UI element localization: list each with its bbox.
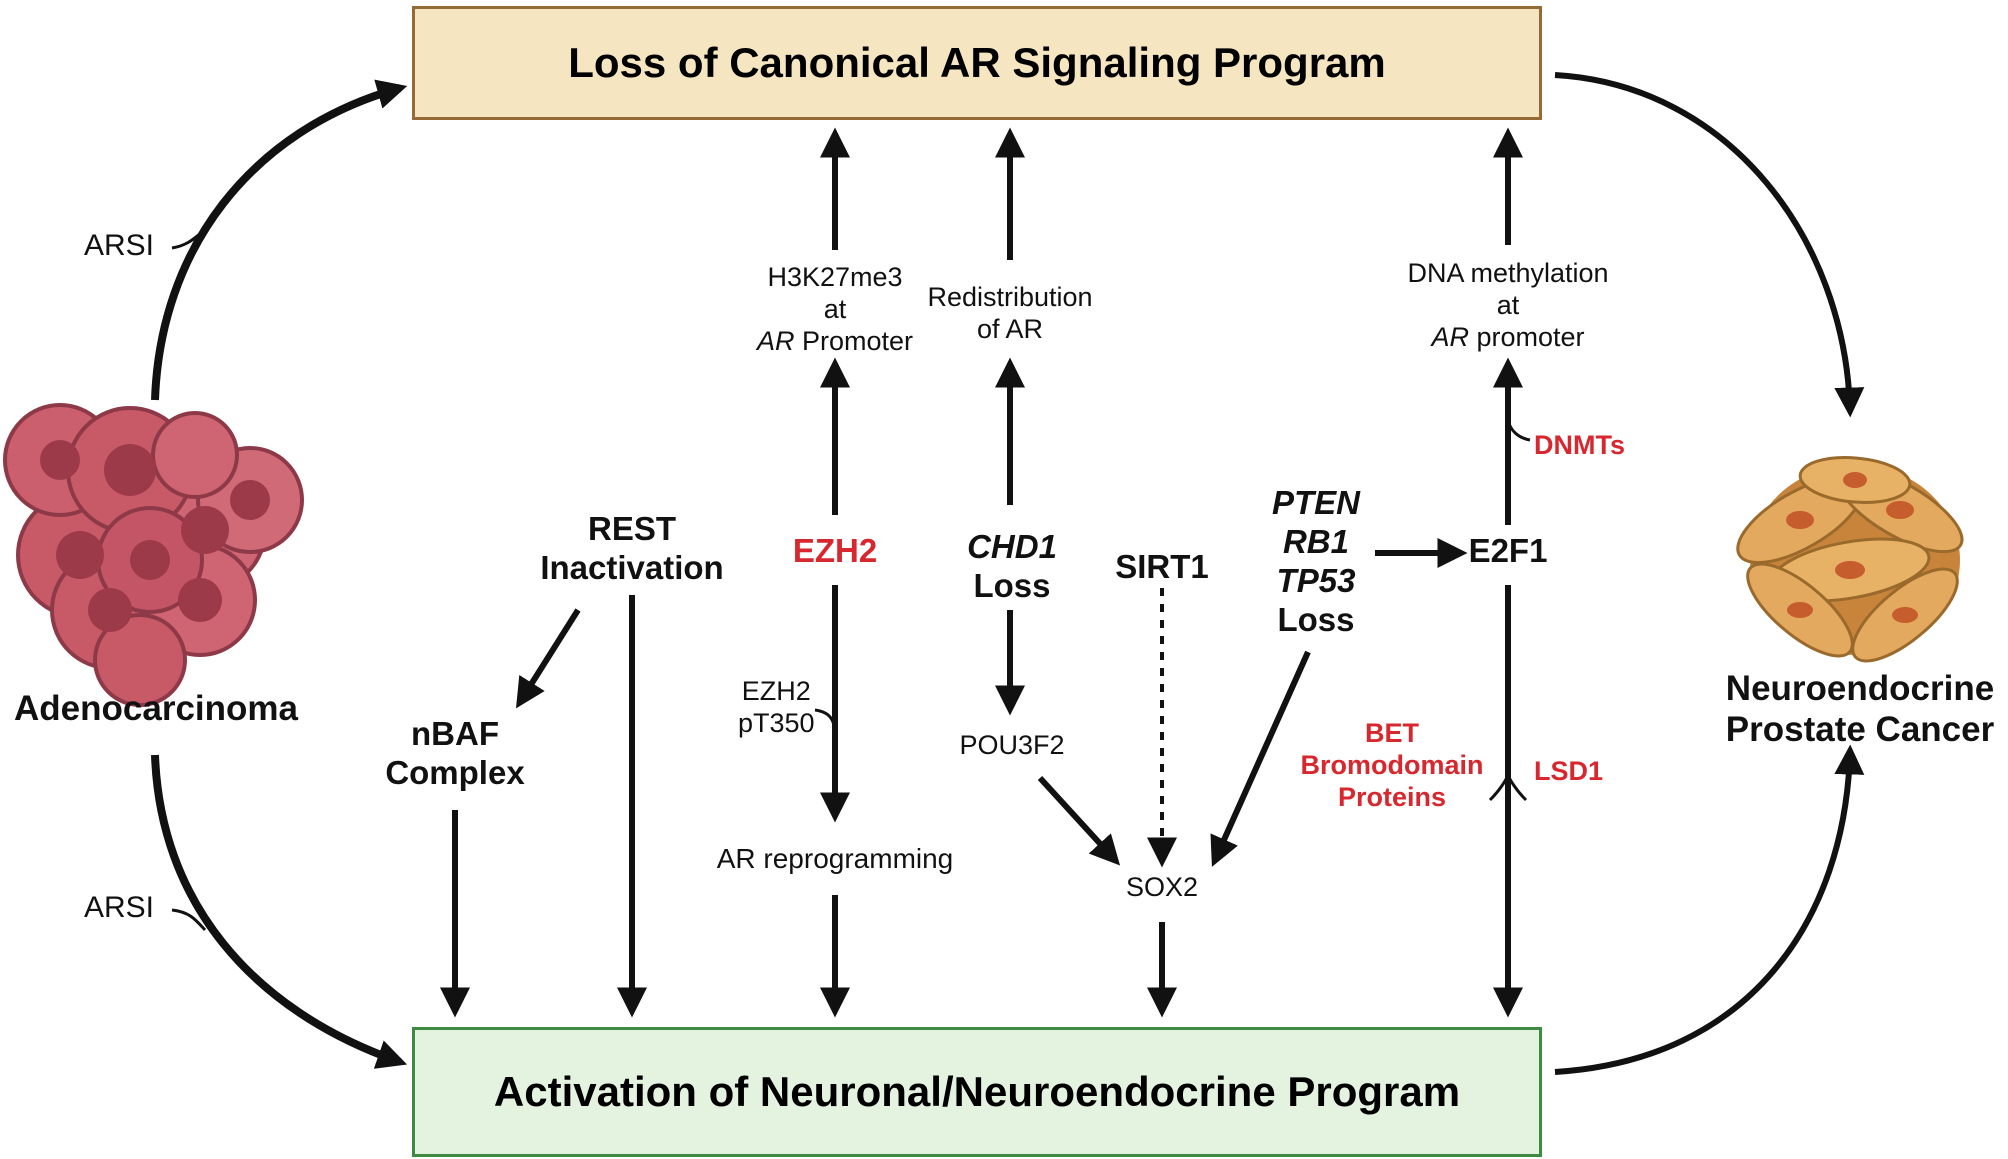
arrow-tsg-to-sox2 [1210,650,1311,867]
dnmts-label: DNMTs [1534,430,1625,460]
neuroendocrine-cell-icon [1736,456,1964,663]
arrow-adeno-to-bottom [151,754,408,1069]
sox2-label: SOX2 [1125,872,1199,902]
neuronal-activation-box: Activation of Neuronal/Neuroendocrine Pr… [412,1027,1542,1157]
sirt1-label: SIRT1 [1115,548,1209,585]
ezh2-pt350-label: EZH2 pT350 [738,676,815,738]
rest-inactivation-label: REST Inactivation [540,510,724,586]
neuronal-activation-title: Activation of Neuronal/Neuroendocrine Pr… [493,1068,1461,1115]
bet-bromodomain-label: BET Bromodomain Proteins [1300,718,1484,812]
arsi-top-label: ARSI [84,229,155,262]
adenocarcinoma-cell-icon [3,403,304,707]
ezh2-label: EZH2 [792,532,878,569]
neuroendocrine-label: Neuroendocrine Prostate Cancer [1725,669,1995,750]
arrow-pou3f2-to-sox2 [1037,775,1121,866]
arrow-bottom-to-ne [1554,744,1865,1075]
nbaf-complex-label: nBAF Complex [385,715,525,791]
lsd1-label: LSD1 [1534,756,1604,786]
h3k27me3-label: H3K27me3 at AR Promoter [756,262,914,356]
dna-methylation-label: DNA methylation at AR promoter [1407,258,1609,352]
arsi-top-tick [171,228,206,250]
arrow-top-to-ne [1554,72,1865,418]
e2f1-label: E2F1 [1468,532,1548,569]
arsi-bottom-label: ARSI [84,891,155,924]
adenocarcinoma-label: Adenocarcinoma [14,689,298,728]
loss-of-ar-signaling-title: Loss of Canonical AR Signaling Program [568,39,1386,86]
arrow-adeno-to-top [151,79,408,401]
arsi-bottom-tick [171,908,207,932]
ezh2-phospho-tick [814,708,837,736]
lsd1-bet-tick [1488,770,1528,802]
dnmts-tick [1506,419,1531,442]
loss-of-ar-signaling-box: Loss of Canonical AR Signaling Program [412,6,1542,120]
pou3f2-label: POU3F2 [959,730,1065,760]
redistribution-of-ar-label: Redistribution of AR [927,282,1093,344]
chd1-loss-label: CHD1 Loss [967,528,1057,604]
ar-reprogramming-label: AR reprogramming [716,843,954,874]
tumor-suppressor-loss-label: PTEN RB1 TP53 Loss [1271,484,1361,638]
arrow-rest-to-nbaf [516,608,581,709]
